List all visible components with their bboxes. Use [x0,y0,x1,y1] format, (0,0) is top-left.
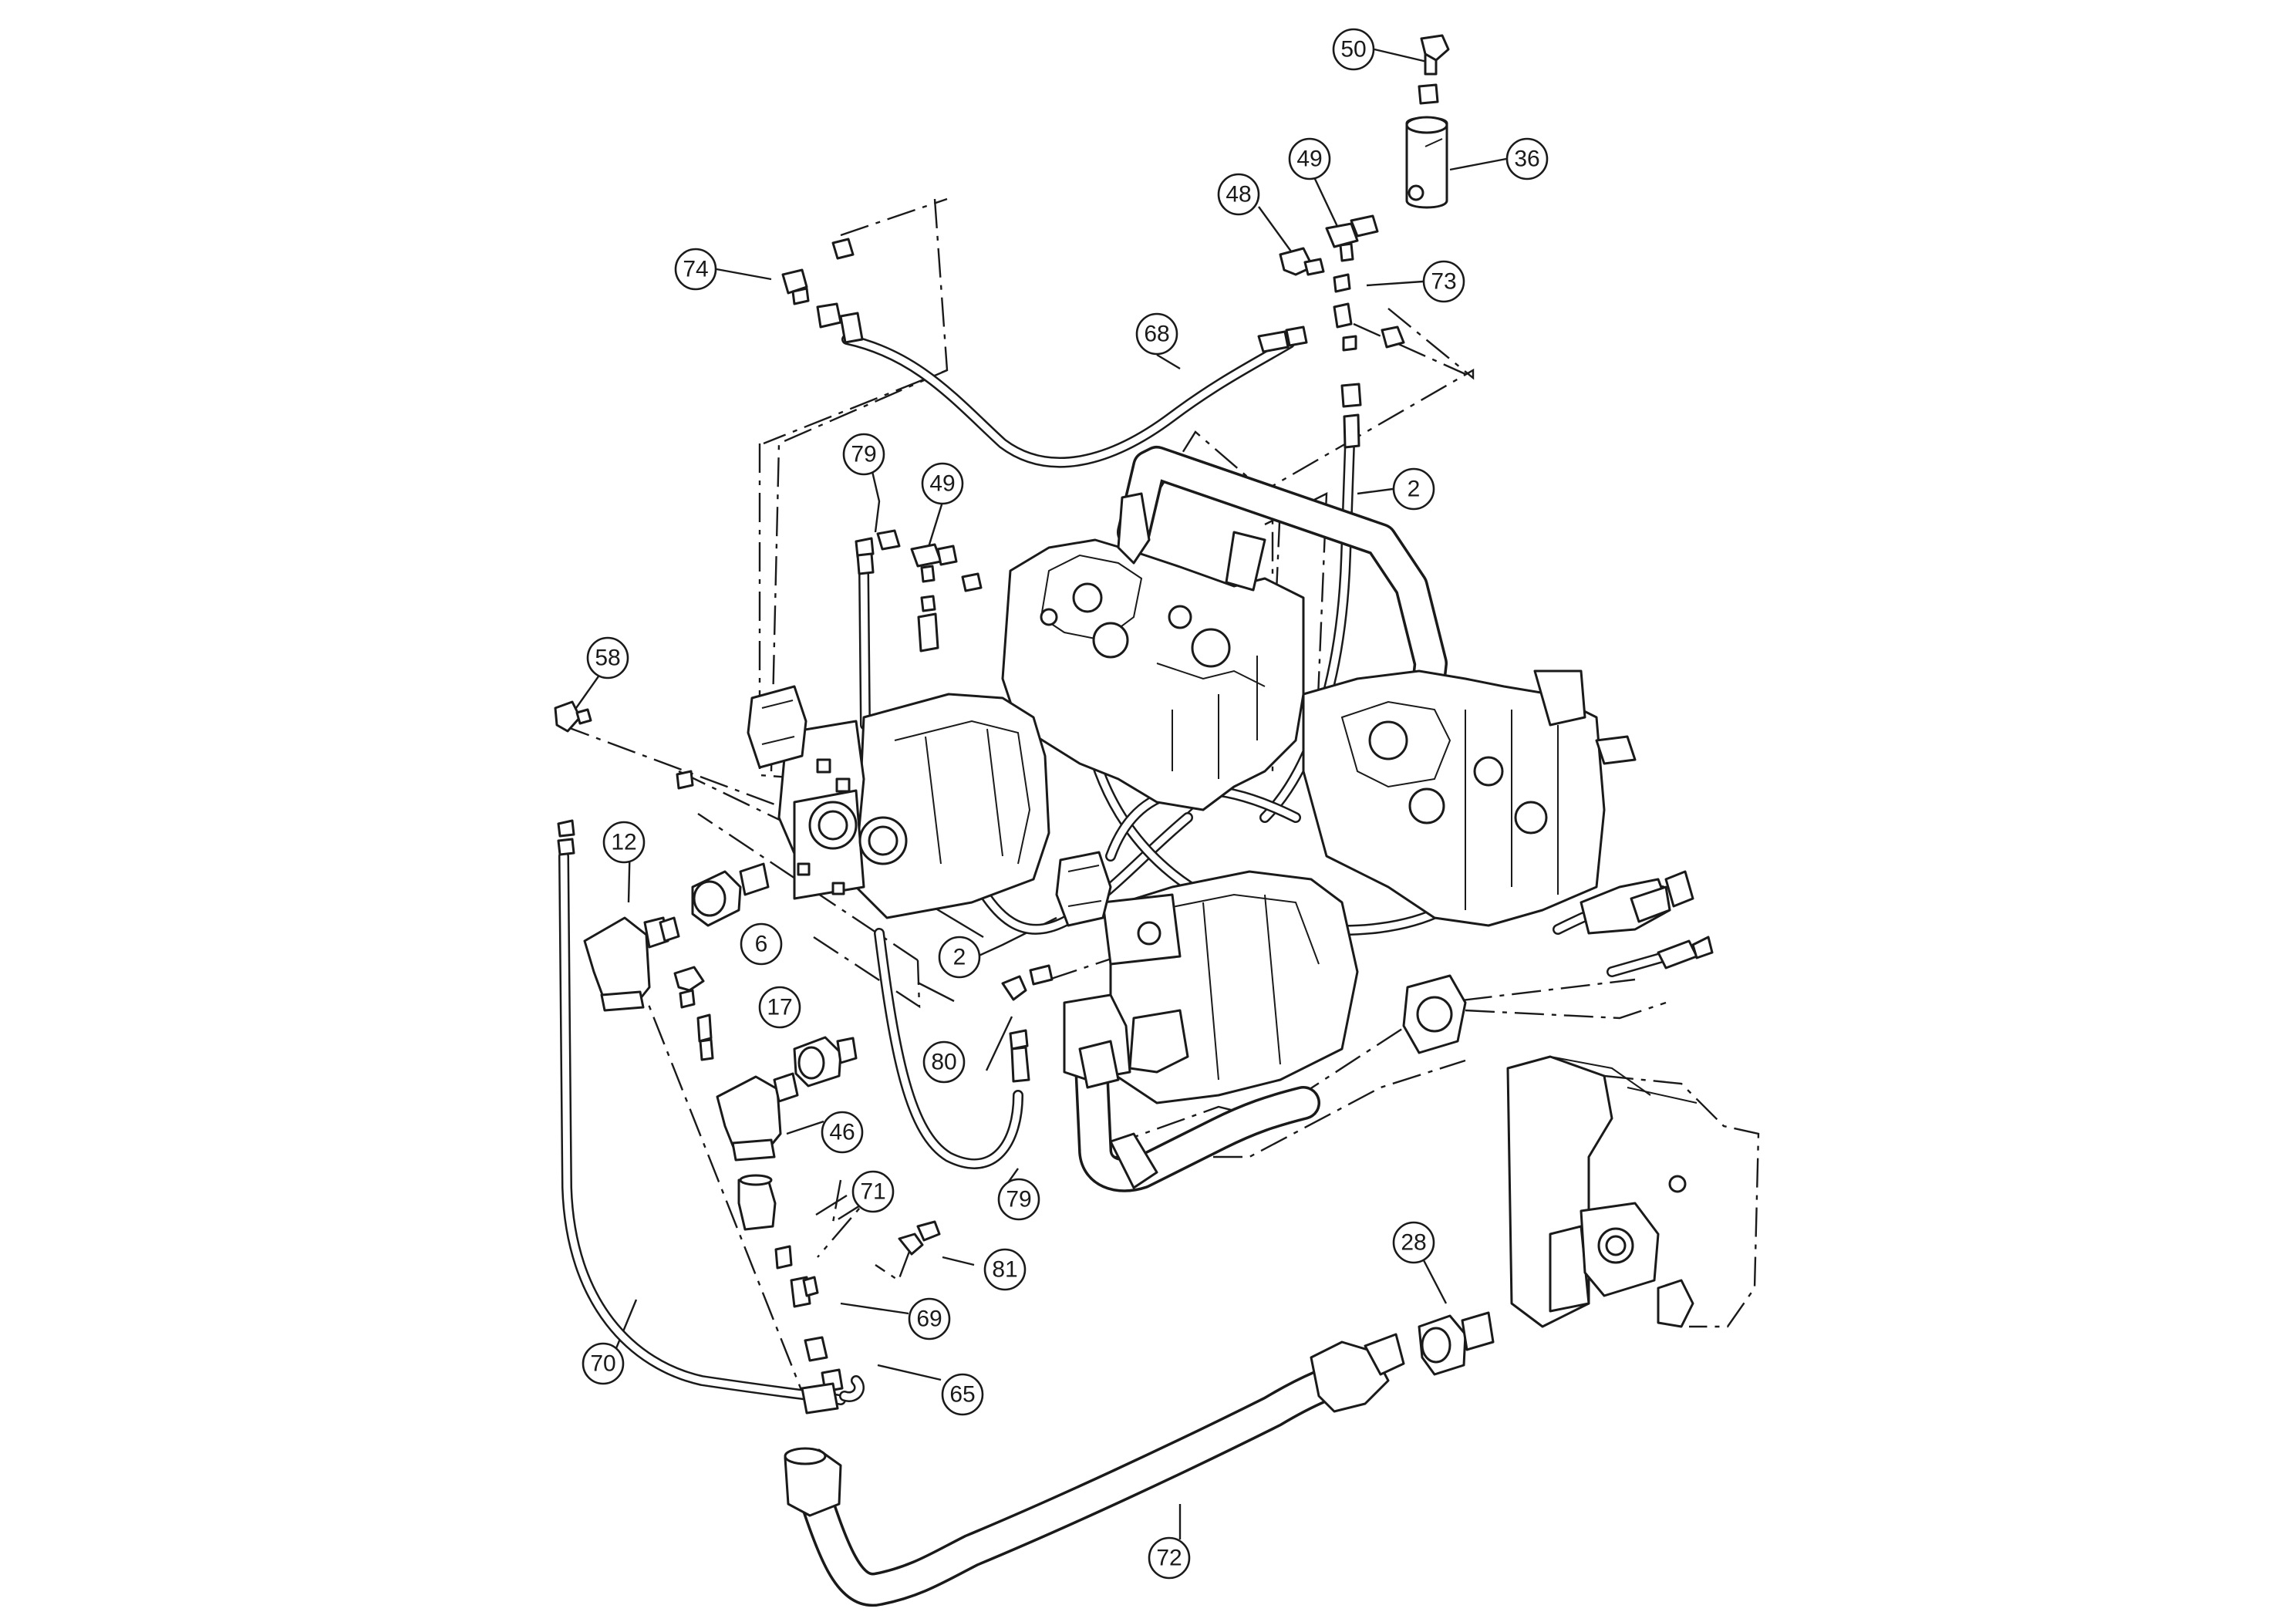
svg-text:36: 36 [1514,147,1539,172]
callout-70: 70 [582,1342,625,1385]
hoses [558,334,1702,1607]
svg-text:68: 68 [1144,322,1169,347]
svg-text:79: 79 [1006,1187,1031,1212]
callout-12: 12 [602,821,646,864]
callout-69: 69 [908,1297,951,1340]
fittings [554,34,1495,1517]
callout-80: 80 [922,1040,966,1084]
callout-79-lower: 79 [997,1178,1040,1221]
svg-text:6: 6 [755,932,768,957]
callout-81: 81 [983,1248,1027,1291]
callout-6: 6 [740,922,783,966]
svg-text:2: 2 [953,945,966,970]
svg-text:2: 2 [1408,477,1421,502]
callout-49-upper: 49 [1288,137,1331,180]
callout-58: 58 [586,636,629,679]
callout-2-upper: 2 [1392,467,1435,511]
svg-text:72: 72 [1156,1546,1182,1571]
svg-text:46: 46 [829,1120,855,1145]
svg-text:12: 12 [611,830,636,855]
svg-text:71: 71 [860,1179,885,1205]
callout-50: 50 [1332,28,1375,71]
callout-79-upper: 79 [842,433,885,476]
svg-text:73: 73 [1431,269,1456,295]
svg-text:17: 17 [767,995,792,1020]
callout-65: 65 [941,1373,984,1416]
svg-text:28: 28 [1401,1230,1426,1256]
svg-text:74: 74 [683,257,708,282]
svg-text:58: 58 [595,646,620,671]
callout-71: 71 [851,1170,895,1213]
callout-28: 28 [1392,1221,1435,1264]
callout-74: 74 [674,248,717,291]
callout-46: 46 [821,1111,864,1154]
svg-text:49: 49 [929,471,955,497]
callout-17: 17 [758,986,801,1029]
svg-text:80: 80 [931,1050,956,1075]
svg-text:69: 69 [916,1307,942,1332]
callout-36: 36 [1505,137,1549,180]
svg-text:50: 50 [1340,37,1366,62]
mounting-bracket [1506,1055,1760,1328]
svg-text:70: 70 [590,1351,615,1377]
svg-text:81: 81 [992,1257,1017,1283]
svg-text:79: 79 [851,442,876,467]
callout-49-middle: 49 [921,462,964,505]
svg-text:49: 49 [1296,147,1322,172]
svg-text:48: 48 [1226,182,1251,207]
callouts: 50 36 49 48 73 74 68 2 79 49 58 12 6 2 1… [582,28,1549,1580]
callout-2-lower: 2 [938,936,981,979]
svg-text:65: 65 [949,1382,975,1408]
callout-72: 72 [1148,1536,1191,1580]
callout-68: 68 [1135,312,1178,356]
callout-48: 48 [1217,173,1260,216]
callout-73: 73 [1422,260,1465,303]
